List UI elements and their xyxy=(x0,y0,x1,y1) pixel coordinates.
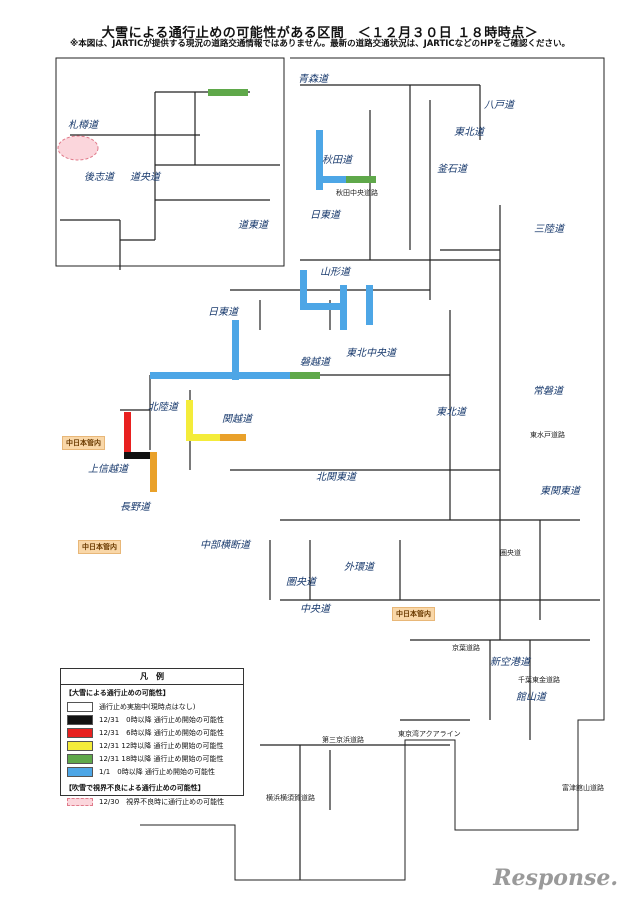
legend-row: 12/31 0時以降 通行止め開始の可能性 xyxy=(61,713,243,726)
legend-label: 12/30 視界不良時に通行止めの可能性 xyxy=(99,797,225,806)
label-kanetsu: 関越道 xyxy=(222,413,254,425)
label-akita-chuo: 秋田中央道路 xyxy=(336,188,378,197)
label-banetsu: 磐越道 xyxy=(300,356,332,368)
label-nagano: 長野道 xyxy=(120,501,152,513)
legend-swatch xyxy=(67,753,93,764)
label-shinkuko: 新空港道 xyxy=(490,656,532,668)
label-nitto2: 日東道 xyxy=(208,306,240,318)
label-hachinohe: 八戸道 xyxy=(484,99,516,111)
label-tateyama: 館山道 xyxy=(516,691,548,703)
label-daisan: 第三京浜道路 xyxy=(322,735,364,744)
label-johshinetsu: 上信越道 xyxy=(88,463,130,475)
disclaimer-note: ※本図は、JARTICが提供する現況の道路交通情報ではありません。最新の道路交通… xyxy=(69,39,571,49)
label-chubu: 中部横断道 xyxy=(200,539,252,551)
legend-swatch xyxy=(67,740,93,751)
label-nitto: 日東道 xyxy=(310,209,342,221)
label-dotou: 道東道 xyxy=(238,219,270,231)
legend-label: 12/31 12時以降 通行止め開始の可能性 xyxy=(99,741,224,750)
legend-row: 通行止め実施中(現時点はなし) xyxy=(61,700,243,713)
legend-label: 12/31 0時以降 通行止め開始の可能性 xyxy=(99,715,224,724)
badge-central-japan-2: 中日本管内 xyxy=(78,540,121,554)
legend-heading: 凡 例 xyxy=(61,669,243,685)
page-title: 大雪による通行止めの可能性がある区間 ＜１２月３０日 １８時時点＞ xyxy=(101,26,539,41)
label-kamaishi: 釜石道 xyxy=(437,163,469,175)
label-higashimito: 東水戸道路 xyxy=(530,430,565,439)
label-chuo: 中央道 xyxy=(300,603,332,615)
label-futsu: 富津館山道路 xyxy=(562,783,604,792)
response-logo: Response. xyxy=(493,865,618,891)
label-doo: 道央道 xyxy=(130,171,162,183)
label-joban: 常磐道 xyxy=(533,385,565,397)
legend-section-visibility: 【吹雪で視界不良による通行止めの可能性】 xyxy=(65,784,205,792)
legend-swatch xyxy=(67,727,93,738)
road-segment-green xyxy=(208,89,248,96)
legend-row: 1/1 0時以降 通行止め開始の可能性 xyxy=(61,765,243,778)
map-frame xyxy=(140,57,605,881)
legend-swatch xyxy=(67,714,93,725)
legend-box: 凡 例 【大雪による通行止めの可能性】 通行止め実施中(現時点はなし) 12/3… xyxy=(60,668,244,806)
label-tohoku-top: 東北道 xyxy=(454,126,486,138)
legend-label: 12/31 18時以降 通行止め開始の可能性 xyxy=(99,754,224,763)
blizzard-zone xyxy=(57,135,99,161)
legend-swatch xyxy=(67,766,93,777)
label-goshi: 後志道 xyxy=(84,171,116,183)
label-aomori: 青森道 xyxy=(298,73,330,85)
label-yokohama: 横浜横須賀道路 xyxy=(266,793,315,802)
label-akita: 秋田道 xyxy=(322,154,354,166)
label-ken-o: 圏央道 xyxy=(286,576,318,588)
label-higashikanto: 東関東道 xyxy=(540,485,582,497)
hokkaido-frame xyxy=(55,57,285,267)
badge-central-japan-1: 中日本管内 xyxy=(62,436,105,450)
badge-central-japan-3: 中日本管内 xyxy=(392,607,435,621)
label-chiba-togane: 千葉東金道路 xyxy=(518,675,560,684)
legend-row: 12/31 6時以降 通行止め開始の可能性 xyxy=(61,726,243,739)
label-gaikan: 外環道 xyxy=(344,561,376,573)
label-ken-o2: 圏央道 xyxy=(500,548,521,557)
legend-row: 12/31 18時以降 通行止め開始の可能性 xyxy=(61,752,243,765)
legend-swatch xyxy=(67,797,93,806)
legend-label: 12/31 6時以降 通行止め開始の可能性 xyxy=(99,728,224,737)
label-hokuriku: 北陸道 xyxy=(148,401,180,413)
label-sapporo: 札樽道 xyxy=(68,119,100,131)
label-yamagata: 山形道 xyxy=(320,266,352,278)
legend-section-snow: 【大雪による通行止めの可能性】 xyxy=(65,689,170,697)
label-sanriku: 三陸道 xyxy=(534,223,566,235)
label-keiyo: 京葉道路 xyxy=(452,643,480,652)
legend-row: 12/30 視界不良時に通行止めの可能性 xyxy=(61,795,243,808)
legend-swatch xyxy=(67,701,93,712)
legend-label: 1/1 0時以降 通行止め開始の可能性 xyxy=(99,767,215,776)
label-kitakanto: 北関東道 xyxy=(316,471,358,483)
legend-label: 通行止め実施中(現時点はなし) xyxy=(99,702,196,711)
colored-segments xyxy=(124,130,376,492)
label-tohoku-chuo: 東北中央道 xyxy=(346,347,398,359)
legend-row: 12/31 12時以降 通行止め開始の可能性 xyxy=(61,739,243,752)
label-tohoku2: 東北道 xyxy=(436,406,468,418)
label-tokyowan: 東京湾アクアライン xyxy=(398,729,461,738)
hokkaido-roads xyxy=(60,91,280,270)
